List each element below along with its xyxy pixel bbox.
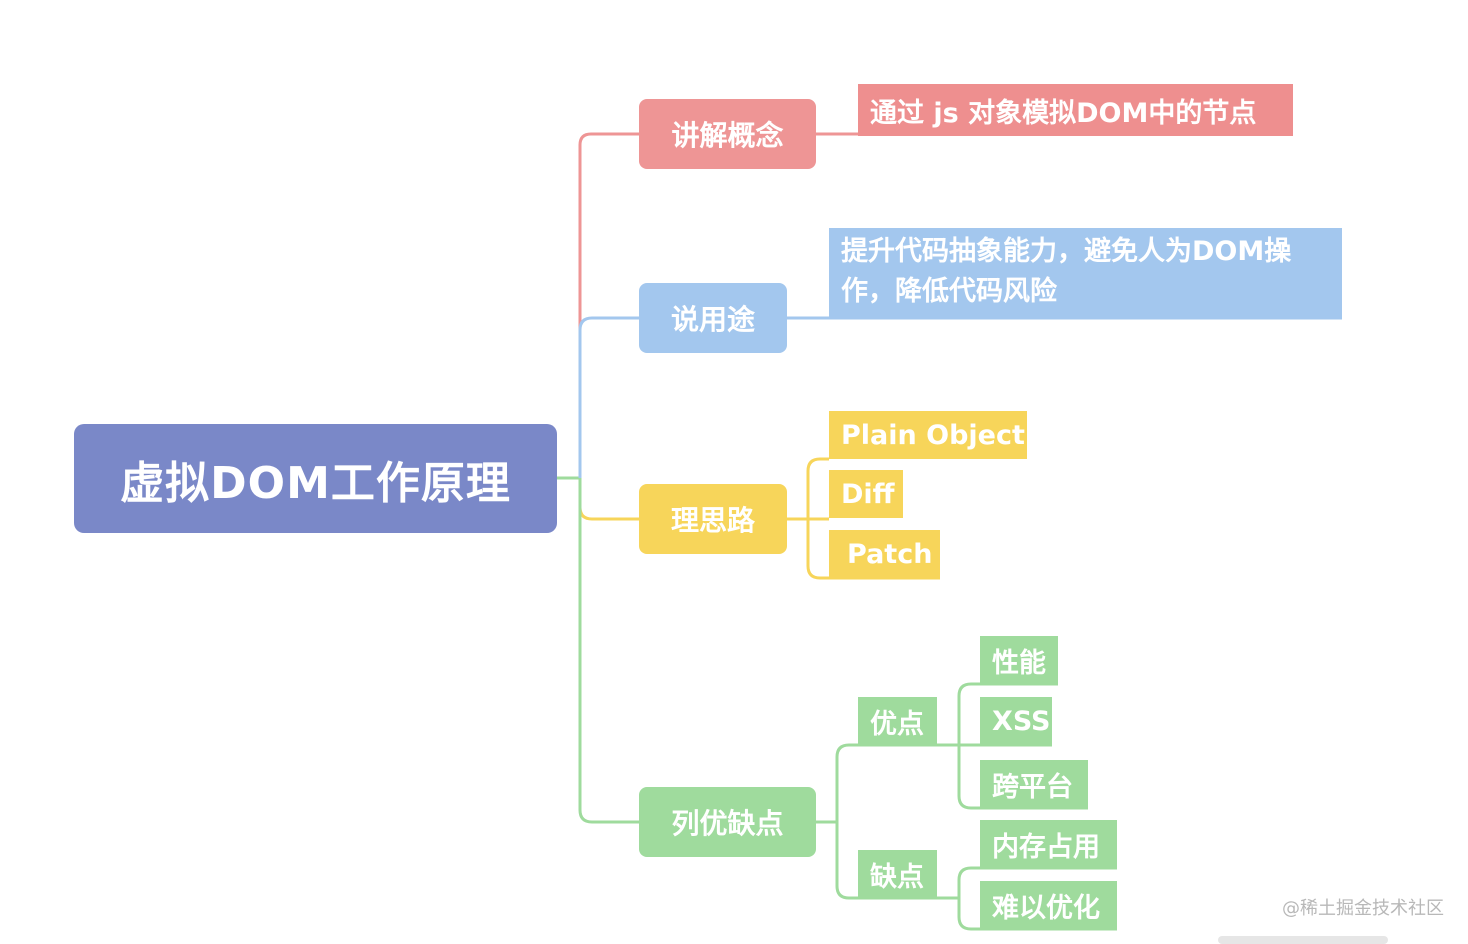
connector-proscons — [578, 478, 639, 824]
connector-idea-patch — [806, 519, 940, 580]
connector-pros-cross — [957, 745, 1088, 810]
connector-idea-plain — [806, 457, 829, 519]
cons-node[interactable]: 缺点 — [858, 850, 937, 898]
scrollbar[interactable] — [1218, 936, 1388, 944]
branch-usage[interactable]: 说用途 — [639, 283, 787, 353]
connector-cons-mem — [957, 866, 1117, 898]
pros-item-cross-platform[interactable]: 跨平台 — [980, 760, 1088, 808]
root-node[interactable]: 虚拟DOM工作原理 — [74, 424, 557, 533]
usage-detail[interactable]: 提升代码抽象能力，避免人为DOM操作，降低代码风险 — [829, 228, 1342, 319]
connector-usage — [578, 316, 639, 478]
connector-pc-pros — [835, 743, 937, 822]
pros-node[interactable]: 优点 — [858, 697, 937, 745]
branch-idea[interactable]: 理思路 — [639, 484, 787, 554]
cons-item-memory[interactable]: 内存占用 — [980, 820, 1117, 868]
connector-pros-perf — [957, 682, 1058, 745]
idea-item-patch[interactable]: Patch — [829, 530, 940, 578]
concept-detail[interactable]: 通过 js 对象模拟DOM中的节点 — [858, 84, 1293, 136]
branch-concept[interactable]: 讲解概念 — [639, 99, 816, 169]
cons-item-optimization[interactable]: 难以优化 — [980, 881, 1117, 929]
branch-proscons[interactable]: 列优缺点 — [639, 787, 816, 857]
pros-item-xss[interactable]: XSS — [980, 697, 1052, 745]
connector-pc-cons — [835, 822, 937, 900]
pros-item-performance[interactable]: 性能 — [980, 636, 1058, 684]
connector-concept — [578, 132, 639, 478]
connector-cons-opt — [957, 898, 1117, 931]
idea-item-diff[interactable]: Diff — [829, 470, 903, 518]
idea-item-plain-object[interactable]: Plain Object — [829, 411, 1027, 459]
connector-idea — [578, 478, 639, 521]
watermark: @稀土掘金技术社区 — [1282, 898, 1444, 919]
